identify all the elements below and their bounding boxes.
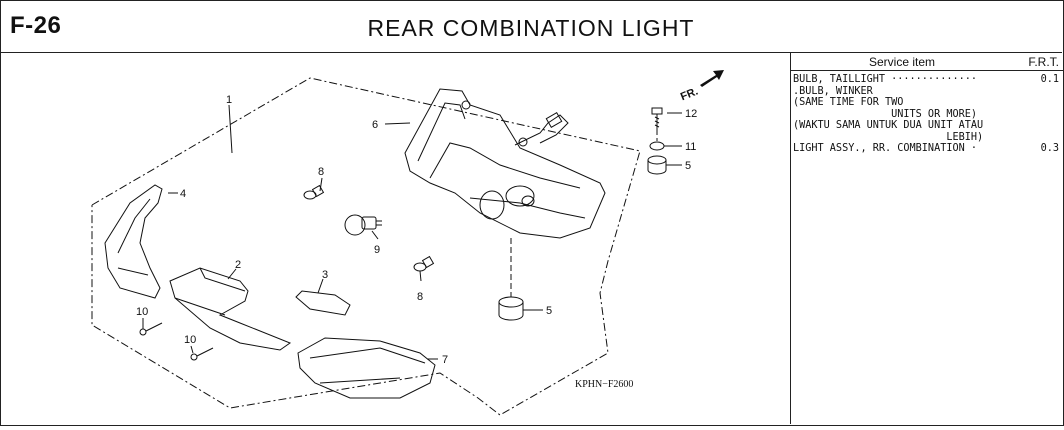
part-8-bulb-top xyxy=(303,184,325,200)
callout-6: 6 xyxy=(372,119,378,131)
page-header: F-26 REAR COMBINATION LIGHT xyxy=(0,0,1062,53)
service-item-text: LIGHT ASSY., RR. COMBINATION · xyxy=(793,143,978,154)
service-item-text: .BULB, WINKER xyxy=(793,85,873,97)
part-3-reflector xyxy=(295,290,351,316)
service-row: LIGHT ASSY., RR. COMBINATION · 0.3 xyxy=(791,143,1063,155)
part-6-housing xyxy=(404,88,606,239)
service-row: (SAME TIME FOR TWO xyxy=(791,97,1063,109)
service-item-frt: 0.1 xyxy=(1040,74,1059,85)
service-list: BULB, TAILLIGHT ·············· 0.1 .BULB,… xyxy=(791,71,1063,155)
service-item-text: (SAME TIME FOR TWO xyxy=(793,97,904,108)
callout-10-lower: 10 xyxy=(184,334,196,346)
service-table-header: Service item F.R.T. xyxy=(791,53,1063,71)
service-row: .BULB, WINKER xyxy=(791,86,1063,98)
service-item-text: (WAKTU SAMA UNTUK DUA UNIT ATAU xyxy=(793,120,984,131)
part-4-lens xyxy=(104,184,163,299)
part-7-lens xyxy=(297,337,436,399)
part-5-grommet-top xyxy=(647,155,667,175)
callout-9: 9 xyxy=(374,244,380,256)
callout-4: 4 xyxy=(180,188,186,200)
service-item-frt: 0.3 xyxy=(1040,143,1059,154)
callout-2: 2 xyxy=(235,259,241,271)
part-2-bracket xyxy=(169,267,292,351)
callout-8-upper: 8 xyxy=(318,166,324,178)
service-row: LEBIH) xyxy=(791,132,1063,144)
parts-diagram: FR. 1 2 3 4 5 5 6 7 8 8 9 10 10 11 12 KP… xyxy=(0,53,790,425)
callout-7: 7 xyxy=(442,354,448,366)
exploded-view-drawing: FR. 1 2 3 4 5 5 6 7 8 8 9 10 10 11 12 KP… xyxy=(91,70,724,416)
page-code: F-26 xyxy=(10,12,62,39)
callout-8-lower: 8 xyxy=(417,291,423,303)
callout-10-upper: 10 xyxy=(136,306,148,318)
assembly-boundary xyxy=(91,77,641,416)
callout-12: 12 xyxy=(685,108,697,120)
front-direction-arrow: FR. xyxy=(679,70,724,103)
service-panel: Service item F.R.T. BULB, TAILLIGHT ····… xyxy=(790,53,1063,424)
service-item-text: LEBIH) xyxy=(793,131,984,143)
page-title: REAR COMBINATION LIGHT xyxy=(367,15,695,41)
callout-1: 1 xyxy=(226,94,232,106)
part-5-grommet-bottom xyxy=(498,296,524,321)
callout-11: 11 xyxy=(685,141,696,153)
service-item-text: BULB, TAILLIGHT ·············· xyxy=(793,74,978,85)
part-12-bolt xyxy=(651,107,663,131)
service-row: UNITS OR MORE) xyxy=(791,109,1063,121)
callout-5-upper: 5 xyxy=(685,160,691,172)
drawing-code: KPHN−F2600 xyxy=(575,379,633,390)
callout-3: 3 xyxy=(322,269,328,281)
service-row: (WAKTU SAMA UNTUK DUA UNIT ATAU xyxy=(791,120,1063,132)
frt-header: F.R.T. xyxy=(1028,55,1059,69)
part-8-bulb-bottom xyxy=(413,255,435,272)
part-11-washer xyxy=(649,141,665,151)
callout-5-lower: 5 xyxy=(546,305,552,317)
fr-label: FR. xyxy=(679,85,700,103)
service-item-header: Service item xyxy=(868,55,936,69)
part-9-bulb xyxy=(344,214,382,236)
part-10-screw-lower xyxy=(190,347,214,361)
service-row: BULB, TAILLIGHT ·············· 0.1 xyxy=(791,74,1063,86)
service-item-text: UNITS OR MORE) xyxy=(793,108,978,120)
